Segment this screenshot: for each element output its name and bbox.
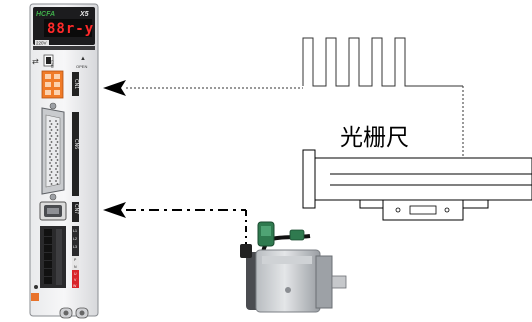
cn6-pin: [56, 129, 59, 131]
terminal-label-l1: L1: [73, 229, 77, 233]
cn6-pin: [55, 144, 57, 146]
voltage-tag: [35, 40, 49, 45]
brand-logo: HCFA: [36, 11, 55, 18]
terminal-label-u: U: [74, 272, 77, 276]
cn6-pin: [50, 159, 53, 161]
cn3-label: CN3: [50, 60, 55, 69]
power-terminal-block: [40, 226, 66, 288]
cn6-pin: [49, 138, 51, 140]
ground-screw: [34, 285, 38, 289]
led-display-text: 88r-y: [47, 21, 94, 37]
grating-body: [314, 157, 532, 201]
cn6-pin: [56, 135, 59, 137]
cn6-pin: [49, 150, 51, 152]
cn6-pin: [49, 168, 51, 170]
warning-tag: [31, 293, 39, 301]
cn6-pin: [55, 132, 57, 134]
cn6-pin: [49, 174, 51, 176]
cn1-label: CN1: [73, 79, 79, 89]
cn6-pin: [55, 156, 57, 158]
cn6-pin: [56, 141, 59, 143]
cn7-label: CN7: [73, 204, 79, 214]
cn7-connector: [39, 201, 67, 221]
terminal-labels: L1 L2 L3 P N U V W: [72, 226, 79, 288]
cn6-pins: [49, 120, 59, 185]
motor-shaft: [331, 275, 347, 289]
cn6-pin: [55, 168, 57, 170]
cn6-pin: [50, 123, 53, 125]
cn6-pin: [49, 180, 51, 182]
cn1-arrow-icon: [103, 80, 126, 96]
cn6-connector: [41, 102, 65, 201]
servo-drive: HCFA X5 88r-y 220V ⇄ CN3 ▲ OPEN CN1: [29, 3, 99, 319]
cn6-pin: [49, 156, 51, 158]
cn7-arrow-icon: [103, 202, 126, 218]
pulse-waveform: [302, 37, 463, 87]
cn6-pin: [50, 141, 53, 143]
led-display: [44, 19, 92, 37]
open-label: OPEN: [76, 64, 87, 69]
cn6-pin: [50, 147, 53, 149]
cn6-pin: [55, 180, 57, 182]
servo-motor: [240, 221, 347, 313]
cn6-pin: [55, 138, 57, 140]
cn6-label: CN6: [73, 139, 79, 149]
cn6-pin: [50, 165, 53, 167]
cn6-pin: [50, 177, 53, 179]
encoder-plug-2: [289, 229, 305, 241]
usb-port: ⇄: [32, 57, 39, 66]
open-arrow-icon: ▲: [80, 56, 86, 62]
cn6-pin: [55, 120, 57, 122]
grating-end-cap: [302, 149, 316, 209]
motor-flange: [315, 255, 333, 309]
cn6-pin: [50, 129, 53, 131]
cn6-pin: [49, 162, 51, 164]
cn6-pin: [49, 120, 51, 122]
terminal-label-l2: L2: [73, 237, 77, 241]
terminal-label-p: P: [74, 258, 77, 262]
cn6-pin: [55, 174, 57, 176]
terminal-label-w: W: [73, 284, 77, 288]
terminal-label-n: N: [74, 265, 77, 269]
button-strip: [33, 46, 95, 50]
model-label: X5: [79, 11, 89, 18]
cn1-connector: [41, 70, 64, 99]
cn6-pin: [56, 177, 59, 179]
cn6-pin: [55, 162, 57, 164]
cn6-pin: [56, 147, 59, 149]
cn6-pin: [50, 171, 53, 173]
cn6-pin: [56, 123, 59, 125]
voltage-label: 220V: [36, 41, 47, 46]
cn6-pin: [49, 144, 51, 146]
motor-power-plug: [240, 244, 252, 258]
cn6-pin: [56, 153, 59, 155]
cn6-pin: [56, 171, 59, 173]
cn6-pin: [49, 132, 51, 134]
grating-label: 光栅尺: [340, 125, 409, 151]
cn6-pin: [50, 183, 53, 185]
cn6-pin: [56, 159, 59, 161]
cn6-pin: [55, 126, 57, 128]
grating-scale: [302, 149, 532, 221]
cn6-pin: [49, 126, 51, 128]
cn6-pin: [55, 150, 57, 152]
cn6-pin: [56, 165, 59, 167]
usb-icon: ⇄: [32, 57, 39, 66]
terminal-label-v: V: [74, 278, 77, 282]
cn6-pin: [50, 135, 53, 137]
cn6-pin: [50, 153, 53, 155]
cn6-pin: [56, 183, 59, 185]
terminal-label-l3: L3: [73, 245, 77, 249]
